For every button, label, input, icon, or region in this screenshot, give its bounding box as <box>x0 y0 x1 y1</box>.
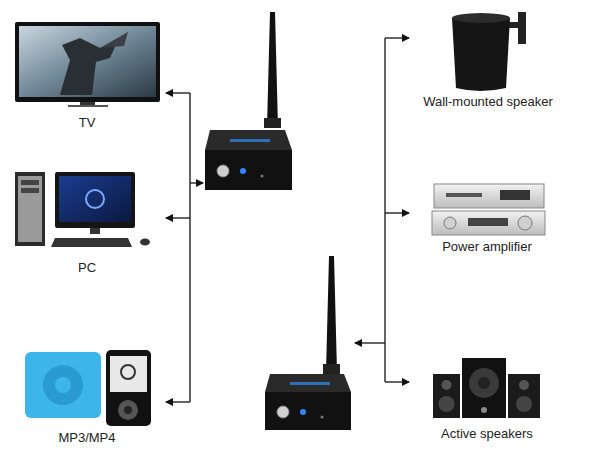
pc-picture <box>15 172 150 247</box>
pc-tower-front <box>18 176 42 242</box>
transmitter-picture <box>205 12 292 190</box>
wire-arrow <box>166 92 190 93</box>
device-node: MP3/MP4 <box>12 348 162 446</box>
wiring <box>355 38 409 382</box>
device-label: MP3/MP4 <box>58 430 115 446</box>
knob <box>277 406 289 418</box>
antenna-base <box>323 364 340 374</box>
led <box>300 409 306 415</box>
transmitter-box <box>205 150 292 190</box>
pc-drive <box>21 188 39 193</box>
device-node: TV <box>12 18 162 131</box>
antenna <box>267 12 278 127</box>
speaker-top <box>452 13 510 23</box>
wire-arrow <box>385 212 409 213</box>
cd-player <box>434 184 544 208</box>
mp3-button <box>55 377 71 393</box>
knob <box>518 216 532 230</box>
subwoofer <box>462 358 506 418</box>
mp4-player <box>106 350 151 426</box>
device-label: Wall-mounted speaker <box>423 94 553 110</box>
wire-arrow <box>385 37 409 38</box>
knob <box>217 165 229 177</box>
tv-stand <box>80 102 95 105</box>
device-label: Active speakers <box>441 426 533 442</box>
mp3-player <box>25 352 101 418</box>
box-top <box>205 130 292 150</box>
tv-bezel <box>15 22 160 102</box>
device-node: PC <box>12 168 162 276</box>
receiver-picture <box>265 256 351 430</box>
tv-base <box>68 105 108 107</box>
hole <box>261 175 264 178</box>
mp4-icon <box>121 365 135 379</box>
bus-line <box>189 93 190 402</box>
display <box>500 190 530 200</box>
woofer-cap <box>478 377 490 389</box>
brand-strip <box>290 382 330 385</box>
dinosaur-head <box>100 32 128 48</box>
device-label: PC <box>78 260 96 276</box>
device-node: Power amplifier <box>412 180 562 255</box>
mp4-wheel <box>118 400 138 420</box>
bus-line <box>384 38 385 382</box>
knob <box>444 217 456 229</box>
brand-strip <box>230 139 270 142</box>
antenna-base <box>264 118 281 128</box>
receiver-box <box>265 392 351 430</box>
pc-tower <box>15 172 45 246</box>
antenna <box>326 256 337 372</box>
mp4-button <box>124 406 132 414</box>
wire-arrow <box>166 217 190 218</box>
woofer <box>516 396 532 412</box>
monitor-stand <box>90 228 100 234</box>
tv-picture <box>15 22 160 107</box>
wire-arrow <box>166 401 190 402</box>
mouse <box>140 239 150 246</box>
device-label: Power amplifier <box>442 239 532 255</box>
amplifier-picture <box>432 184 545 235</box>
pc-drive <box>21 180 39 185</box>
wall-speaker-picture <box>452 12 526 91</box>
keyboard <box>51 238 132 247</box>
tweeter <box>442 380 452 390</box>
led <box>240 168 246 174</box>
logo <box>86 190 104 208</box>
tv-screen <box>19 26 156 97</box>
mp3-wheel <box>43 365 83 405</box>
amplifier <box>432 211 545 235</box>
disc-slot <box>446 193 482 197</box>
hole <box>321 416 324 419</box>
bracket-arm <box>508 22 522 28</box>
wiring <box>166 93 203 402</box>
device-label: TV <box>79 115 96 131</box>
woofer <box>439 396 455 412</box>
box-top <box>265 374 351 392</box>
satellite-speaker <box>508 374 540 418</box>
device-node: Active speakers <box>412 355 562 442</box>
tweeter <box>519 380 529 390</box>
wire-arrow <box>190 182 203 183</box>
woofer <box>469 368 499 398</box>
satellite-speaker <box>433 374 460 418</box>
monitor-screen <box>59 176 131 222</box>
wire-arrow <box>355 342 385 343</box>
display <box>468 218 508 226</box>
active-speakers-picture <box>433 358 540 418</box>
mp3-picture <box>25 350 151 426</box>
knob <box>481 407 487 413</box>
mp4-screen <box>110 356 147 392</box>
wall-speaker <box>452 14 510 91</box>
wire-arrow <box>385 381 409 382</box>
monitor <box>55 172 135 228</box>
device-node: Wall-mounted speaker <box>413 8 563 110</box>
